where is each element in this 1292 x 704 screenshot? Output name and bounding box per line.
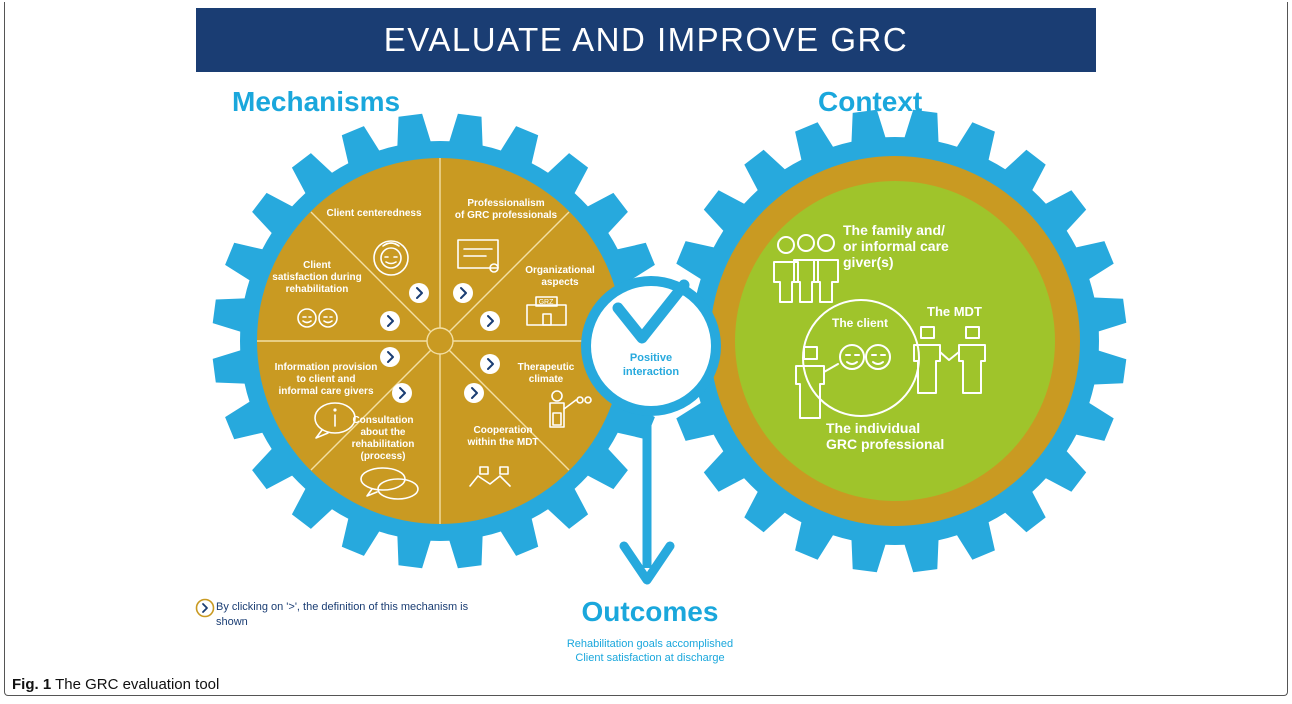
- therapist-icon: [549, 390, 592, 428]
- definition-chevron-button[interactable]: [392, 383, 412, 403]
- chevron-right-icon: [487, 358, 494, 370]
- mechanisms-heading: Mechanisms: [232, 86, 401, 117]
- chevron-right-icon: [387, 315, 394, 327]
- outcomes-arrowhead: [619, 541, 675, 585]
- context-family-2: or informal care: [843, 238, 949, 254]
- definition-chevron-button[interactable]: [480, 354, 500, 374]
- grz-label: GRZ: [539, 299, 555, 306]
- mechanism-therapeutic-1: Therapeutic: [518, 362, 575, 373]
- legend-text: By clicking on '>', the definition of th…: [216, 601, 469, 628]
- mechanism-cooperation-1: Cooperation: [474, 425, 533, 436]
- mechanisms-gear: [212, 113, 668, 569]
- mechanism-satisfaction-2: satisfaction during: [272, 272, 361, 283]
- chevron-right-icon: [460, 287, 467, 299]
- center-label-1: Positive: [630, 352, 672, 364]
- figure-frame: [4, 2, 1288, 696]
- outcomes-heading: Outcomes: [581, 596, 719, 627]
- mdt-icon: [913, 326, 986, 394]
- mechanism-cooperation-2: within the MDT: [466, 437, 538, 448]
- caption-label: Fig. 1: [12, 676, 52, 693]
- definition-chevron-button[interactable]: [380, 311, 400, 331]
- definition-chevron-button[interactable]: [453, 283, 473, 303]
- center-node: Positive interaction: [581, 276, 721, 585]
- hub-circle: [426, 327, 454, 355]
- context-family-1: The family and/: [843, 222, 945, 238]
- two-faces-icon: [297, 308, 338, 328]
- legend-chevron-icon: [195, 598, 215, 618]
- banner-title: EVALUATE AND IMPROVE GRC: [383, 21, 909, 58]
- mechanism-consultation-2: about the: [361, 427, 406, 438]
- chevron-right-icon: [399, 387, 406, 399]
- certificate-icon: [457, 239, 499, 273]
- mechanism-information-2: to client and: [297, 374, 356, 385]
- center-label-2: interaction: [623, 366, 680, 378]
- chevron-right-icon: [387, 351, 394, 363]
- check-icon: [612, 279, 690, 344]
- chevron-right-icon: [416, 287, 423, 299]
- definition-chevron-button[interactable]: [380, 347, 400, 367]
- context-mdt: The MDT: [927, 304, 982, 319]
- info-bubble-icon: [314, 402, 356, 439]
- mechanism-therapeutic-2: climate: [529, 374, 564, 385]
- mechanism-satisfaction-1: Client: [303, 260, 331, 271]
- segment-dividers: [257, 158, 623, 524]
- chevron-buttons: [380, 283, 500, 403]
- context-client: The client: [832, 316, 888, 330]
- mechanism-consultation-1: Consultation: [352, 415, 413, 426]
- context-professional-1: The individual: [826, 420, 920, 436]
- outcome-item-2: Client satisfaction at discharge: [575, 652, 725, 664]
- mechanism-professionalism-1: Professionalism: [467, 198, 544, 209]
- context-gear: [663, 109, 1127, 573]
- outcome-item-1: Rehabilitation goals accomplished: [566, 638, 734, 650]
- chevron-right-icon: [487, 315, 494, 327]
- center-inner-disc: [591, 286, 711, 406]
- family-icon: [773, 234, 839, 303]
- mechanism-client-centeredness: Client centeredness: [326, 208, 421, 219]
- mechanism-information-1: Information provision: [275, 362, 378, 373]
- client-face-icon: [373, 240, 409, 276]
- mechanism-organizational-2: aspects: [541, 277, 579, 288]
- mechanism-professionalism-2: of GRC professionals: [455, 210, 558, 221]
- professional-icon: [795, 346, 839, 419]
- caption-text: The GRC evaluation tool: [55, 676, 220, 693]
- definition-chevron-button[interactable]: [464, 383, 484, 403]
- mechanism-information-3: informal care givers: [278, 386, 373, 397]
- mechanism-consultation-4: (process): [360, 451, 405, 462]
- client-faces-icon: [839, 344, 891, 370]
- chevron-right-icon: [471, 387, 478, 399]
- title-banner: EVALUATE AND IMPROVE GRC: [196, 8, 1096, 72]
- figure-caption: Fig. 1 The GRC evaluation tool: [12, 676, 219, 693]
- team-icon: [469, 466, 511, 487]
- definition-chevron-button[interactable]: [409, 283, 429, 303]
- speech-bubbles-icon: [360, 467, 419, 500]
- mechanism-consultation-3: rehabilitation: [352, 439, 415, 450]
- mechanism-satisfaction-3: rehabilitation: [286, 284, 349, 295]
- building-icon: [526, 296, 567, 326]
- definition-chevron-button[interactable]: [480, 311, 500, 331]
- context-family-3: giver(s): [843, 254, 894, 270]
- context-professional-2: GRC professional: [826, 436, 944, 452]
- mechanism-organizational-1: Organizational: [525, 265, 595, 276]
